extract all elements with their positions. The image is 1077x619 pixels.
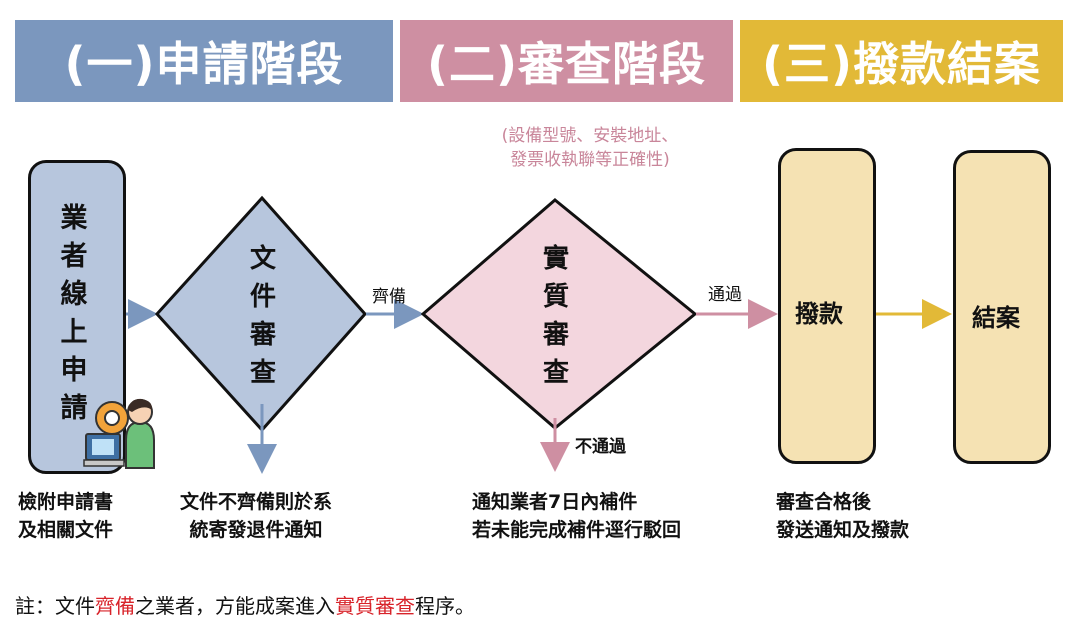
apply-char: 申 (60, 355, 88, 386)
doc-review-char: 查 (249, 358, 276, 388)
footnote-mid: 之業者，方能成案進入 (135, 594, 335, 618)
apply-note: 檢附申請書 及相關文件 (18, 488, 113, 544)
payment-label: 撥款 (795, 300, 843, 328)
payment-note: 審查合格後 發送通知及撥款 (776, 488, 909, 544)
phase2-header: (二)審查階段 (400, 20, 733, 102)
doc-review-char: 審 (249, 320, 276, 350)
payment-note-line: 發送通知及撥款 (776, 519, 910, 541)
edge-label-fail: 不通過 (575, 437, 626, 457)
footnote: 註：文件齊備之業者，方能成案進入實質審查程序。 (15, 590, 475, 619)
apply-note-line: 檢附申請書 (18, 491, 114, 513)
substantive-note-line: 若未能完成補件逕行駁回 (472, 519, 682, 541)
edge-label-pass: 通過 (708, 285, 742, 305)
doc-review-note-line: 文件不齊備則於系 (180, 491, 333, 513)
substantive-note: 通知業者7日內補件 若未能完成補件逕行駁回 (472, 488, 681, 544)
doc-review-char: 文 (249, 244, 276, 274)
substantive-note-line: 通知業者7日內補件 (472, 491, 638, 513)
apply-char: 業 (60, 203, 88, 234)
phase2-note-line1: (設備型號、安裝地址、 (501, 126, 679, 146)
close-box (953, 150, 1051, 464)
worker-at-computer-icon (83, 398, 155, 469)
doc-review-note-line: 統寄發退件通知 (189, 519, 323, 541)
substantive-review-label: 實 質 審 查 (536, 240, 576, 392)
doc-review-note: 文件不齊備則於系 統寄發退件通知 (180, 488, 332, 544)
payment-note-line: 審查合格後 (776, 491, 872, 513)
apply-label: 業 者 線 上 申 請 (54, 200, 94, 428)
doc-review-char: 件 (249, 282, 276, 312)
apply-note-line: 及相關文件 (18, 519, 114, 541)
footnote-suffix: 程序。 (415, 594, 475, 618)
footnote-prefix: 註：文件 (15, 594, 95, 618)
apply-char: 者 (60, 241, 88, 272)
phase3-header: (三)撥款結案 (740, 20, 1063, 102)
substantive-review-char: 質 (542, 282, 569, 312)
apply-box (28, 160, 126, 474)
footnote-highlight-complete: 齊備 (95, 594, 135, 618)
close-label: 結案 (972, 304, 1020, 332)
doc-review-label: 文 件 審 查 (243, 240, 283, 392)
phase2-note: (設備型號、安裝地址、 發票收執聯等正確性) (440, 124, 740, 172)
phase2-note-line2: 發票收執聯等正確性) (510, 150, 670, 170)
payment-box (778, 148, 876, 464)
apply-char: 線 (60, 279, 88, 310)
edge-label-complete: 齊備 (372, 287, 406, 307)
phase1-header: (一)申請階段 (15, 20, 393, 102)
substantive-review-char: 查 (542, 358, 569, 388)
footnote-highlight-substantive: 實質審查 (335, 594, 415, 618)
substantive-review-char: 實 (542, 244, 569, 274)
apply-char: 上 (60, 317, 88, 348)
substantive-review-char: 審 (542, 320, 569, 350)
apply-char: 請 (60, 393, 88, 424)
